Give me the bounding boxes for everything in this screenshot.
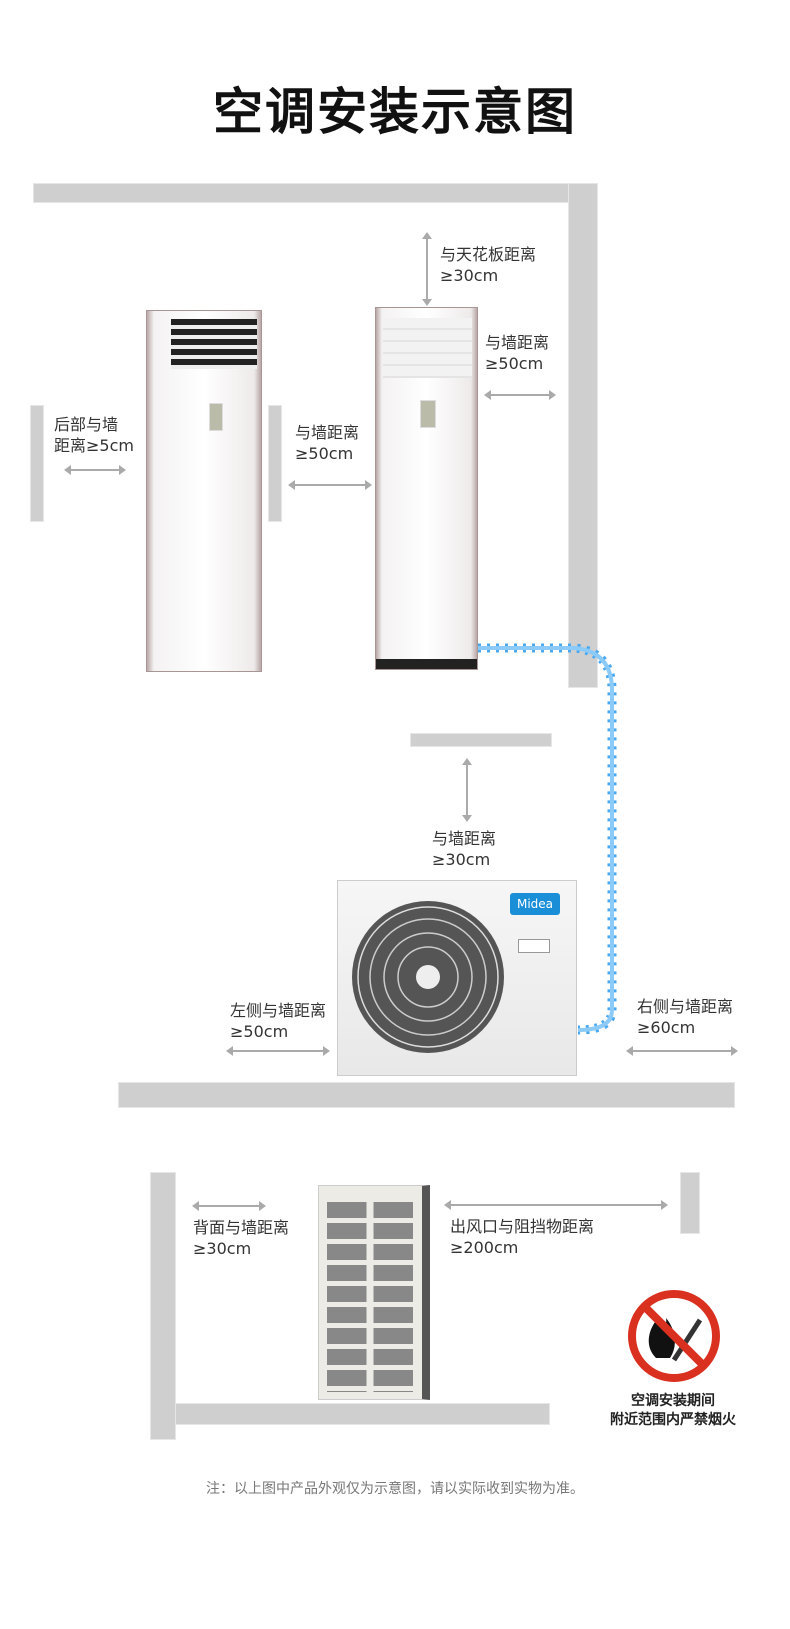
label-line: ≥50cm [295,444,354,463]
above-outdoor-arrow [462,758,472,822]
outdoor-unit-side [318,1185,430,1400]
back-side-label: 背面与墙距离 ≥30cm [193,1217,289,1259]
ceiling-label: 与天花板距离 ≥30cm [440,244,536,286]
divider-wall [268,405,282,522]
label-line: ≥50cm [485,354,544,373]
right-wall-arrow [484,390,556,400]
ceiling-arrow [422,232,432,306]
label-line: 距离≥5cm [54,436,134,455]
back-wall-left [30,405,44,522]
between-units-label: 与墙距离 ≥50cm [295,422,359,464]
nameplate [518,939,550,953]
refrigerant-pipe [478,643,617,1035]
label-line: 与墙距离 [295,423,360,442]
display-panel [209,403,223,431]
label-line: ≥50cm [230,1022,289,1041]
air-outlet [383,318,472,378]
disclaimer-note: 注：以上图中产品外观仅为示意图，请以实际收到实物为准。 [206,1481,584,1497]
between-units-arrow [288,480,372,490]
side-grille [327,1202,413,1392]
above-outdoor-label: 与墙距离 ≥30cm [432,828,496,870]
outlet-label: 出风口与阻挡物距离 ≥200cm [450,1216,594,1258]
right-wall [568,183,598,688]
label-line: 出风口与阻挡物距离 [450,1217,595,1236]
page-title: 空调安装示意图 [213,83,577,141]
label-line: ≥30cm [193,1239,252,1258]
label-line: 与墙距离 [485,333,550,352]
warning-line: 附近范围内严禁烟火 [610,1412,736,1428]
back-wall-label: 后部与墙距离≥5cm [54,414,134,456]
label-line: 左侧与墙距离 [230,1001,327,1020]
left-outdoor-arrow [226,1046,330,1056]
side-floor [175,1403,550,1425]
obstacle-wall [680,1172,700,1234]
label-line: ≥30cm [432,850,491,869]
outlet-arrow [444,1200,668,1210]
left-outdoor-label: 左侧与墙距离 ≥50cm [230,1000,326,1042]
indoor-unit-side [146,310,262,672]
base [376,659,477,669]
back-side-arrow [192,1201,266,1211]
label-line: ≥200cm [450,1238,519,1257]
fan-grille [352,901,504,1053]
outdoor-shelf [410,733,552,747]
no-fire-icon [628,1290,720,1382]
right-wall-label: 与墙距离 ≥50cm [485,332,549,374]
air-louvers [171,319,257,369]
outdoor-unit: Midea [337,880,577,1076]
label-line: 后部与墙 [54,415,119,434]
label-line: ≥60cm [637,1018,696,1037]
display-panel [420,400,436,428]
side-back-wall [150,1172,176,1440]
ground-slab [118,1082,735,1108]
warning-text: 空调安装期间 附近范围内严禁烟火 [596,1392,750,1430]
label-line: 与墙距离 [432,829,497,848]
back-wall-arrow [64,465,126,475]
label-line: 与天花板距离 [440,245,537,264]
label-line: 右侧与墙距离 [637,997,734,1016]
indoor-unit-front [375,307,478,670]
right-outdoor-label: 右侧与墙距离 ≥60cm [637,996,733,1038]
label-line: ≥30cm [440,266,499,285]
right-outdoor-arrow [626,1046,738,1056]
warning-line: 空调安装期间 [631,1393,715,1409]
label-line: 背面与墙距离 [193,1218,290,1237]
brand-logo: Midea [510,893,560,915]
